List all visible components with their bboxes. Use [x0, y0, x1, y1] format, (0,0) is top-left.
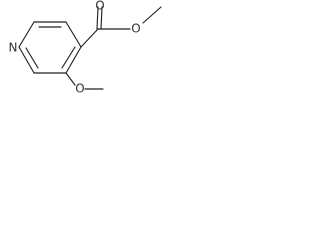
ester-oxygen-label: O [131, 22, 140, 36]
pyridine-ring [18, 21, 82, 74]
bond-c4-c5 [65, 46, 82, 74]
bond-carbonyl-double-2 [100, 6, 103, 30]
carbonyl-oxygen-label: O [95, 0, 104, 13]
bond-ring-methoxy-oxygen [65, 72, 76, 86]
methyl-ester-group [80, 6, 162, 48]
bond-c6-n [18, 46, 35, 74]
nitrogen-atom-label: N [9, 41, 18, 55]
bond-ring-carbonyl-carbon [80, 28, 99, 48]
methoxy-oxygen-label: O [75, 82, 84, 96]
bond-c3-c4 [65, 21, 82, 48]
chemical-structure-diagram: N O O O [9, 0, 162, 96]
bond-ester-oxygen-methyl [142, 6, 162, 24]
bond-c4-c5-inner [61, 46, 76, 69]
bond-c6-n-inner [25, 47, 39, 69]
bond-n-c2 [18, 21, 35, 48]
bond-carbonyl-double-1 [96, 6, 99, 30]
methoxy-group [65, 72, 104, 90]
